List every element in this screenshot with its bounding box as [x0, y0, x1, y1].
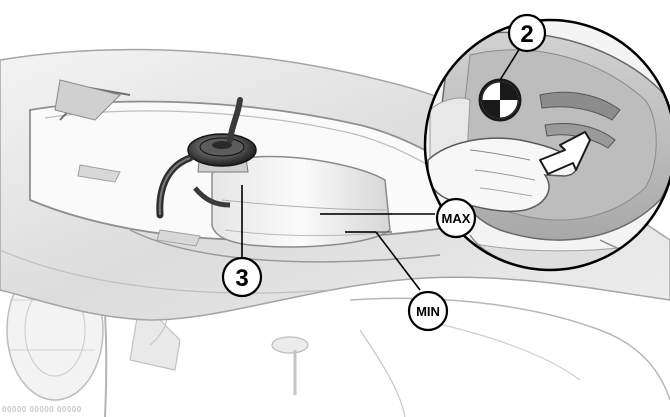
callout-2-label: 2 [520, 21, 533, 48]
min-label: MIN [416, 304, 440, 319]
max-label: MAX [442, 211, 471, 226]
callout-2: 2 [509, 15, 545, 51]
callout-min: MIN [409, 292, 447, 330]
callout-3-label: 3 [235, 265, 248, 292]
callout-max: MAX [437, 199, 475, 237]
image-reference-code: 00000 00000 00000 [2, 405, 82, 414]
roundel-emblem-icon [480, 80, 520, 120]
callout-3: 3 [223, 258, 261, 296]
